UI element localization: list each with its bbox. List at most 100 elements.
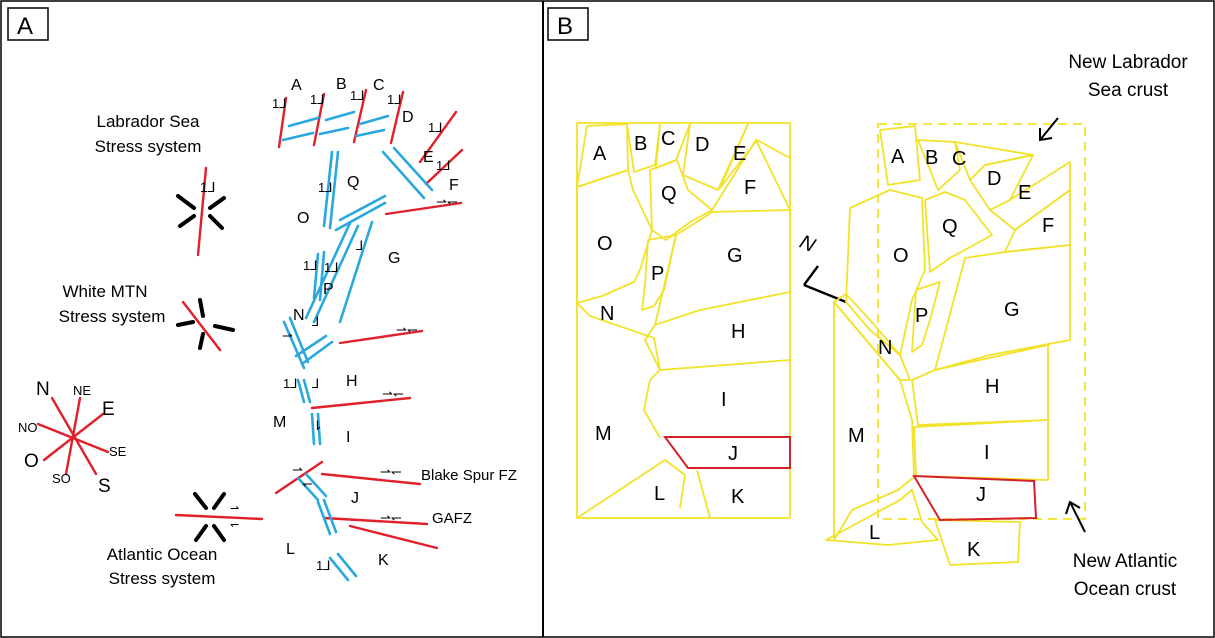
panel-a-block-letters: A B C D E F Q O G P N H M I J L K	[273, 76, 459, 569]
block-i	[913, 419, 1049, 481]
shear-sense-marker: 1⅃	[316, 558, 330, 573]
block-label: L	[869, 522, 880, 544]
compass-ne: NE	[73, 383, 91, 398]
block-label: Q	[661, 183, 677, 205]
block-label: E	[1018, 182, 1031, 204]
panel-b-right-letters: A B C D E F Q O G P N H M I J L K	[848, 146, 1054, 561]
fault-line	[312, 252, 320, 300]
fault-line	[302, 378, 312, 404]
block-m	[833, 301, 915, 541]
compass-n: N	[36, 379, 50, 400]
gafz-fault	[322, 516, 429, 526]
fault-line	[316, 412, 322, 446]
fault-line	[322, 150, 334, 228]
fault-line	[304, 221, 352, 320]
fault-line	[296, 476, 320, 502]
atlantic-stress-fault	[174, 513, 264, 521]
block-label: J	[976, 484, 986, 506]
block-b	[917, 139, 961, 191]
block-label: D	[402, 109, 414, 126]
block-j-red	[663, 436, 791, 469]
block-label: N	[293, 307, 305, 324]
block-label: P	[651, 263, 664, 285]
block-label: C	[661, 128, 675, 150]
shear-sense-marker: ↽	[302, 476, 313, 491]
white-mtn-stress-title-2: Stress system	[59, 307, 166, 326]
north-arrow-tip	[803, 265, 819, 286]
blake-spur-fault	[320, 472, 422, 486]
atlantic-stress-title-2: Stress system	[109, 569, 216, 588]
atlantic-crust-arrow	[1069, 501, 1086, 533]
block-p	[911, 281, 941, 353]
shear-sense-marker: 1⅃	[272, 96, 286, 111]
labrador-stress-title-1: Labrador Sea	[96, 112, 200, 131]
shear-sense-marker: ⇀	[282, 328, 293, 343]
fault-line	[318, 250, 326, 302]
block-n	[833, 293, 911, 381]
atlantic-crust-label-1: New Atlantic	[1073, 551, 1178, 572]
panel-a-tag-box	[7, 7, 49, 41]
fault-line	[384, 201, 463, 216]
stress-arrow	[178, 214, 196, 228]
block-label: M	[273, 414, 286, 431]
block-label: O	[893, 245, 909, 267]
block-label: A	[891, 146, 905, 168]
shear-sense-marker: ⅃	[356, 238, 363, 253]
fault-line	[358, 114, 390, 126]
block-label: H	[985, 376, 999, 398]
block-label: E	[733, 143, 746, 165]
stress-arrow	[194, 524, 208, 542]
compass-rose: N NE E SE S SO O NO	[18, 379, 127, 497]
labrador-crust-arrow	[1039, 117, 1059, 141]
block-label: F	[744, 177, 756, 199]
fault-line	[282, 320, 306, 370]
fault-line	[389, 90, 405, 145]
atlantic-crust-label-2: Ocean crust	[1074, 579, 1177, 600]
atlantic-stress-symbol: ⇀ ↽	[174, 492, 264, 542]
fault-line	[354, 128, 386, 138]
stress-arrow	[198, 298, 205, 318]
block-k-boundary	[696, 469, 711, 519]
block-label: I	[346, 429, 350, 446]
block-d	[969, 154, 1034, 211]
labrador-crust-label-1: New Labrador	[1068, 52, 1188, 73]
block-o	[845, 189, 926, 356]
block-label: D	[695, 134, 709, 156]
shear-sense-markers: 1⅃ 1⅃ 1⅃ 1⅃ 1⅃ 1⅃ 1⅃ ⇀↽ ⅃ 1⅃ 1⅃ ⅃ ⇀ ⇀↽ 1…	[272, 88, 458, 573]
shear-sense-marker: ⇀	[292, 462, 303, 477]
block-label: B	[336, 76, 347, 93]
shear-sense-marker: ↽	[230, 519, 239, 531]
blue-faults	[281, 110, 434, 582]
fault-line	[338, 329, 424, 345]
atlantic-crust-arrow-head	[1065, 500, 1081, 515]
labrador-stress-title-2: Stress system	[95, 137, 202, 156]
fault-line	[418, 110, 458, 164]
labrador-crust-arrow-head	[1039, 128, 1053, 142]
gafz-label: GAFZ	[432, 510, 472, 527]
block-label: O	[297, 210, 309, 227]
block-k	[934, 519, 1021, 566]
block-label: I	[984, 442, 990, 464]
labrador-crust-label-2: Sea crust	[1088, 80, 1169, 101]
fault-line	[328, 556, 350, 582]
fault-line	[322, 498, 338, 534]
shear-sense-marker: ⇀	[230, 503, 239, 515]
shear-sense-marker: 1⅃	[310, 92, 324, 107]
block-l	[576, 459, 686, 519]
block-a	[879, 125, 921, 186]
block-label: D	[987, 168, 1001, 190]
new-crust-dashed-outline	[877, 123, 1086, 520]
block-f	[1004, 189, 1071, 253]
block-j-red	[912, 474, 1038, 522]
block-label: L	[654, 483, 665, 505]
compass-se: SE	[109, 444, 127, 459]
block-label: M	[595, 423, 612, 445]
shear-sense-marker: ⅃	[312, 376, 319, 391]
stress-arrow	[208, 214, 224, 230]
block-label: J	[351, 490, 359, 507]
block-label: Q	[347, 174, 359, 191]
fault-line	[336, 552, 358, 578]
fault-line	[300, 340, 334, 366]
block-label: N	[878, 337, 892, 359]
fault-line	[381, 150, 426, 200]
